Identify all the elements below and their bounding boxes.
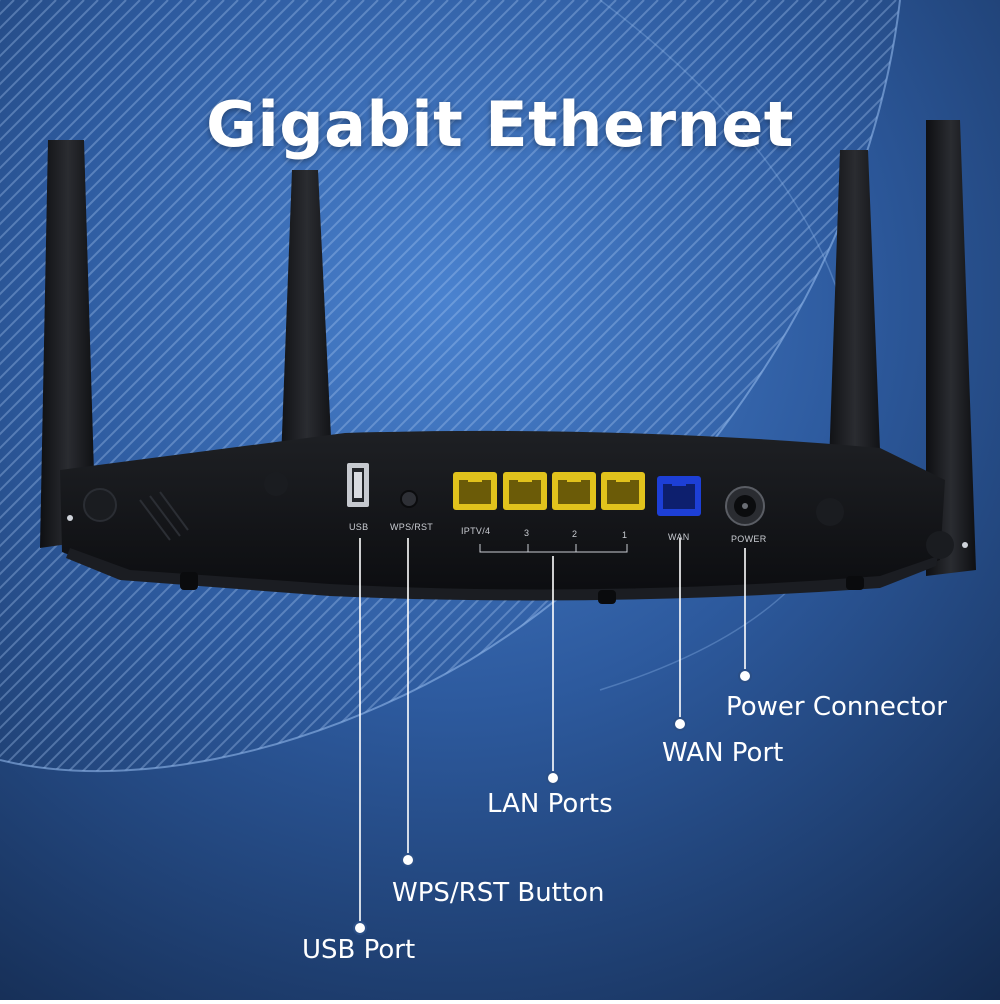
lan-port-3 bbox=[503, 472, 547, 510]
usb-port bbox=[347, 463, 369, 507]
callout-power-connector: Power Connector bbox=[726, 692, 947, 722]
port-label-lan1: 1 bbox=[622, 530, 628, 540]
callout-usb-port: USB Port bbox=[302, 935, 416, 965]
lan-port-2 bbox=[552, 472, 596, 510]
port-label-power: POWER bbox=[731, 534, 767, 544]
port-label-lan3: 3 bbox=[524, 528, 530, 538]
wan-port bbox=[657, 476, 701, 516]
callout-dots bbox=[353, 669, 752, 935]
lan-bracket bbox=[479, 544, 628, 553]
antenna-right-outer bbox=[926, 120, 976, 576]
callout-lan-ports: LAN Ports bbox=[487, 789, 613, 819]
power-connector bbox=[725, 486, 765, 526]
port-label-iptv: IPTV/4 bbox=[461, 526, 491, 536]
router-body bbox=[60, 430, 968, 604]
lan-port-1 bbox=[601, 472, 645, 510]
port-label-usb: USB bbox=[349, 522, 369, 532]
port-label-lan2: 2 bbox=[572, 529, 578, 539]
callout-lines bbox=[359, 538, 746, 928]
lan-port-iptv4 bbox=[453, 472, 497, 510]
wps-rst-button bbox=[400, 490, 418, 508]
port-label-wps: WPS/RST bbox=[390, 522, 434, 532]
callout-wps-rst-button: WPS/RST Button bbox=[392, 878, 605, 908]
headline: Gigabit Ethernet bbox=[206, 88, 794, 161]
callout-wan-port: WAN Port bbox=[662, 738, 784, 768]
port-label-wan: WAN bbox=[668, 532, 690, 542]
antenna-left-outer bbox=[40, 140, 96, 548]
